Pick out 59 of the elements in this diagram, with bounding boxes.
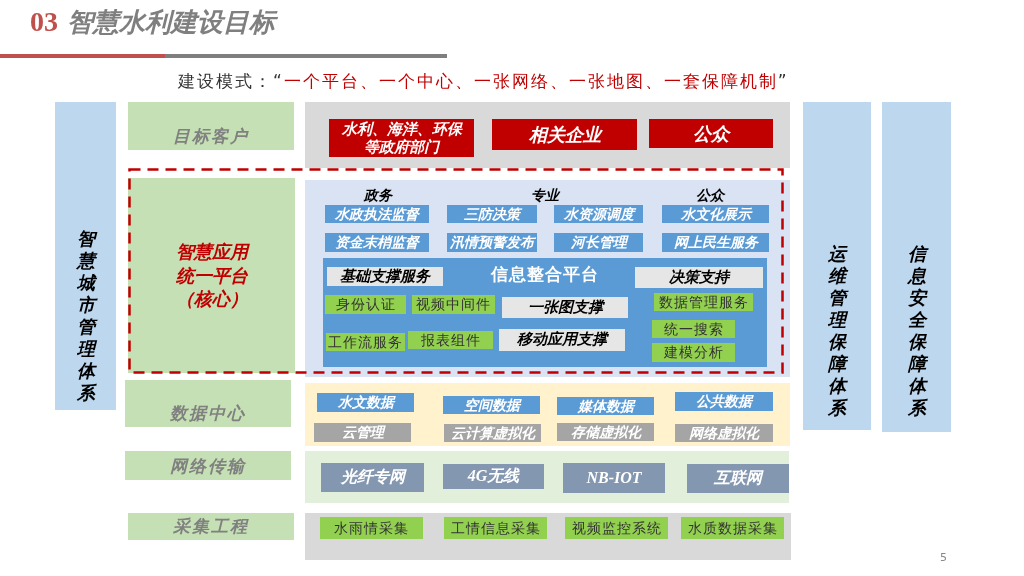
- layer-band: [305, 513, 791, 560]
- virtualization-box: 存储虚拟化: [557, 423, 654, 441]
- vertical-label-box: 信息安全保障体系: [882, 102, 951, 432]
- component-box: 统一搜索: [652, 320, 735, 338]
- application-box: 水政执法监督: [325, 205, 429, 223]
- customer-box: 水利、海洋、环保等政府部门: [329, 119, 474, 157]
- data-box: 水文数据: [317, 393, 414, 412]
- component-box: 身份认证: [325, 295, 406, 314]
- vertical-label-box: 运维管理保障体系: [803, 102, 871, 430]
- column-heading: 专业: [531, 186, 559, 204]
- component-box: 数据管理服务: [654, 293, 753, 311]
- network-box: NB-IOT: [563, 463, 665, 493]
- application-box: 水资源调度: [554, 205, 643, 223]
- collection-box: 水雨情采集: [320, 517, 423, 539]
- data-box: 公共数据: [675, 392, 773, 411]
- panel-heading: 信息整合平台: [491, 265, 599, 285]
- collection-box: 工情信息采集: [444, 517, 547, 539]
- virtualization-box: 网络虚拟化: [675, 424, 773, 442]
- collection-box: 视频监控系统: [565, 517, 668, 539]
- application-box: 水文化展示: [662, 205, 769, 223]
- support-box: 决策支持: [635, 267, 763, 288]
- component-box: 工作流服务: [326, 333, 405, 351]
- application-box: 资金末梢监督: [325, 233, 429, 252]
- support-box: 基础支撑服务: [327, 267, 443, 286]
- application-box: 三防决策: [447, 205, 537, 223]
- vertical-label-box: 智慧城市管理体系: [55, 102, 116, 410]
- customer-box: 公众: [649, 119, 773, 148]
- support-box: 移动应用支撑: [499, 329, 625, 351]
- support-box: 一张图支撑: [502, 297, 628, 318]
- layer-band: [305, 180, 790, 377]
- layer-label-box: 网络传输: [125, 451, 291, 480]
- network-box: 4G无线: [443, 464, 544, 489]
- data-box: 空间数据: [443, 396, 540, 414]
- application-box: 汛情预警发布: [447, 233, 537, 252]
- network-box: 光纤专网: [321, 463, 424, 492]
- platform-panel: [323, 258, 767, 367]
- customer-box: 相关企业: [492, 119, 637, 150]
- application-box: 网上民生服务: [662, 233, 769, 252]
- application-box: 河长管理: [554, 233, 643, 252]
- component-box: 建模分析: [652, 343, 735, 362]
- layer-label-box: 数据中心: [125, 380, 291, 427]
- page-number: 5: [940, 551, 947, 564]
- column-heading: 公众: [696, 186, 724, 204]
- column-heading: 政务: [364, 186, 392, 204]
- layer-band: [305, 383, 790, 446]
- virtualization-box: 云计算虚拟化: [444, 424, 541, 442]
- component-box: 报表组件: [408, 331, 493, 349]
- layer-band: [305, 451, 789, 503]
- subtitle-note: 建设模式：“一个平台、一个中心、一张网络、一张地图、一套保障机制”: [178, 70, 789, 93]
- data-box: 媒体数据: [557, 397, 654, 415]
- layer-label-box: 采集工程: [128, 513, 294, 540]
- component-box: 视频中间件: [412, 295, 495, 314]
- collection-box: 水质数据采集: [681, 517, 784, 539]
- layer-label-box: 目标客户: [128, 102, 294, 150]
- slide-title: 03 智慧水利建设目标: [30, 5, 276, 39]
- virtualization-box: 云管理: [314, 423, 411, 442]
- layer-band: [305, 102, 790, 168]
- network-box: 互联网: [687, 464, 789, 493]
- layer-label-box: 智慧应用统一平台（核心）: [128, 178, 295, 373]
